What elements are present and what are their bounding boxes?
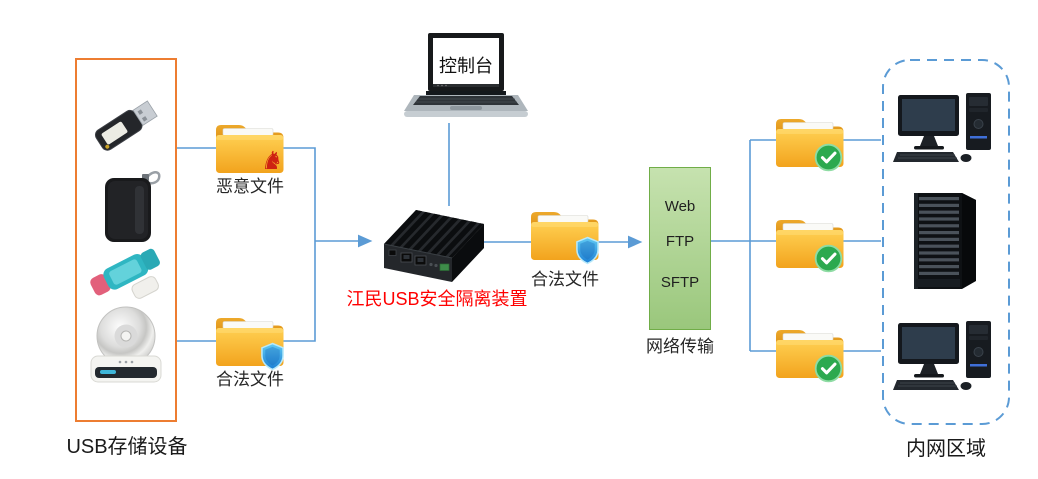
console-label: 控制台 bbox=[439, 56, 493, 76]
console-laptop-icon bbox=[404, 33, 528, 117]
network-protocol-box bbox=[649, 167, 711, 330]
desktop-pc-icon-top bbox=[893, 92, 1003, 166]
folder-malicious-files: ♞ bbox=[214, 117, 286, 175]
folder-verified-mid bbox=[774, 212, 846, 270]
folder-legal-files-mid bbox=[529, 204, 601, 262]
server-rack-icon bbox=[898, 187, 994, 295]
protocol-ftp: FTP bbox=[665, 233, 695, 250]
intranet-zone-label: 内网区域 bbox=[906, 438, 986, 460]
usb-box-label: USB存储设备 bbox=[66, 436, 188, 458]
folder-verified-top bbox=[774, 111, 846, 169]
usb-flash-drive-icon bbox=[94, 100, 158, 151]
usb-stick-icon bbox=[90, 248, 160, 299]
shield-icon bbox=[575, 236, 600, 265]
malicious-files-label: 恶意文件 bbox=[216, 177, 284, 196]
folder-verified-bottom bbox=[774, 322, 846, 380]
isolation-device-label: 江民USB安全隔离装置 bbox=[346, 289, 528, 309]
check-icon bbox=[814, 354, 843, 383]
protocol-sftp: SFTP bbox=[660, 274, 700, 291]
intranet-zone-border bbox=[882, 59, 1010, 425]
check-icon bbox=[814, 143, 843, 172]
network-transfer-label: 网络传输 bbox=[646, 337, 714, 356]
folder-legal-files-left bbox=[214, 310, 286, 368]
protocol-web: Web bbox=[664, 198, 696, 215]
trojan-horse-icon: ♞ bbox=[260, 147, 283, 175]
legal-files-mid-label: 合法文件 bbox=[531, 270, 599, 289]
portable-hard-drive-icon bbox=[105, 171, 161, 242]
shield-icon bbox=[260, 342, 285, 371]
legal-files-left-label: 合法文件 bbox=[216, 370, 284, 389]
desktop-pc-icon-bottom bbox=[893, 320, 1003, 394]
isolation-device-icon bbox=[383, 210, 484, 282]
check-icon bbox=[814, 244, 843, 273]
optical-drive-icon bbox=[90, 306, 162, 383]
